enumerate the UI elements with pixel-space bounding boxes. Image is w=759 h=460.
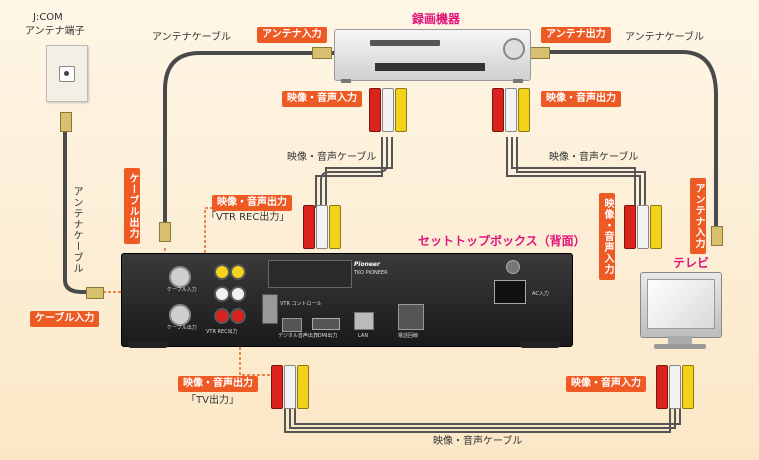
jcom-title: J:COM [33, 12, 63, 23]
label-av-cable-left: 映像・音声ケーブル [287, 152, 377, 163]
f-connector-icon [159, 222, 171, 242]
rca-white-plug [505, 88, 517, 132]
tag-cable-in: ケーブル入力 [30, 311, 100, 327]
stb-device: ケーブル入力 ケーブル出力 VTR REC出力 VTR コントロール デジタル音… [121, 253, 573, 347]
jcom-outlet [46, 45, 88, 102]
stb-foot [128, 342, 168, 348]
f-connector-icon [711, 226, 723, 246]
label-av-cable-bottom: 映像・音声ケーブル [433, 436, 523, 447]
f-connector-icon [86, 287, 104, 299]
rca-red-plug [369, 88, 381, 132]
stb-digital-label: デジタル音声出力 [278, 333, 318, 339]
recorder-title: 録画機器 [412, 12, 461, 26]
rca-white-plug [382, 88, 394, 132]
stb-jcom-logo: TKO PIONEER [354, 270, 388, 276]
stb-hdmi-label: HDMI出力 [314, 333, 338, 339]
tag-recorder-av-in: 映像・音声入力 [282, 91, 362, 107]
stb-vtr-ctrl-label: VTR コントロール [280, 301, 322, 307]
stb-rca-yellow-jack [214, 264, 230, 280]
tag-recorder-av-out: 映像・音声出力 [541, 91, 621, 107]
screw-icon [506, 260, 520, 274]
label-antenna-cable-right: アンテナケーブル [625, 32, 704, 43]
f-connector-icon [530, 47, 550, 59]
stb-vtr-label: VTR REC出力 [206, 329, 238, 335]
label-tv-out: 「TV出力」 [186, 395, 239, 406]
tv-stand-base [654, 344, 706, 349]
tv-device [640, 272, 722, 338]
tag-recorder-antenna-in: アンテナ入力 [257, 27, 327, 43]
stb-rca-white-jack [230, 286, 246, 302]
stb-rca-red-jack [230, 308, 246, 324]
recorder-dial-icon [503, 38, 525, 60]
stb-rca-white-jack [214, 286, 230, 302]
tv-stand [668, 336, 692, 344]
label-antenna-cable-left: アンテナケーブル [152, 32, 231, 43]
antenna-cable-jcom [63, 128, 90, 294]
tag-tv-antenna-in: アンテナ入力 [690, 178, 706, 254]
stb-cable-in-port [169, 266, 191, 288]
recorder-device [334, 29, 531, 83]
tv-title: テレビ [673, 256, 710, 270]
recorder-disc-slot [370, 40, 440, 46]
label-av-cable-right: 映像・音声ケーブル [549, 152, 639, 163]
guide-tv [239, 342, 272, 376]
stb-spec-label [268, 260, 352, 288]
stb-rca-yellow-jack [230, 264, 246, 280]
stb-cable-in-label: ケーブル入力 [167, 287, 197, 293]
av-cable-vtr-left2 [315, 137, 393, 208]
outlet-socket-icon [59, 66, 75, 82]
stb-cable-out-label: ケーブル出力 [167, 325, 197, 331]
tag-stb-av-out-tv: 映像・音声出力 [178, 376, 258, 392]
tag-tv-av-in-bottom: 映像・音声入力 [566, 376, 646, 392]
stb-lan-port [354, 312, 374, 330]
tv-screen [647, 279, 715, 329]
stb-rca-red-jack [214, 308, 230, 324]
antenna-cable-recorder-in [163, 51, 334, 228]
label-antenna-cable-vertical: アンテナケーブル [71, 186, 82, 274]
stb-cable-out-port [169, 304, 191, 326]
stb-brand: Pioneer [354, 261, 380, 268]
tag-stb-av-out-vtr: 映像・音声出力 [212, 195, 292, 211]
recorder-display [375, 63, 485, 71]
av-cable-tv-bottom [284, 405, 681, 433]
stb-hdmi-port [312, 318, 340, 330]
av-cable-vtr-right [506, 137, 646, 208]
jcom-subtitle: アンテナ端子 [25, 26, 85, 37]
tag-tv-av-in-vertical: 映像・音声入力 [599, 193, 615, 280]
tag-recorder-antenna-out: アンテナ出力 [541, 27, 611, 43]
rca-yellow-plug [395, 88, 407, 132]
stb-vtr-control-port [262, 294, 278, 324]
stb-title: セットトップボックス（背面） [418, 234, 586, 248]
rca-yellow-plug [518, 88, 530, 132]
label-vtr-rec-out: 「VTR REC出力」 [206, 212, 290, 223]
stb-ac-label: AC入力 [532, 291, 549, 297]
stb-ac-inlet [494, 280, 526, 304]
rca-red-plug [492, 88, 504, 132]
f-connector-icon [60, 112, 72, 132]
stb-phone-port [398, 304, 424, 330]
stb-optical-port [282, 318, 302, 332]
tag-cable-out: ケーブル出力 [124, 168, 140, 244]
av-cable-vtr-left [320, 137, 388, 208]
stb-phone-label: 電話回線 [398, 333, 419, 339]
stb-lan-label: LAN [358, 333, 369, 339]
antenna-cable-recorder-out [530, 50, 718, 228]
f-connector-icon [312, 47, 332, 59]
stb-foot [520, 342, 560, 348]
